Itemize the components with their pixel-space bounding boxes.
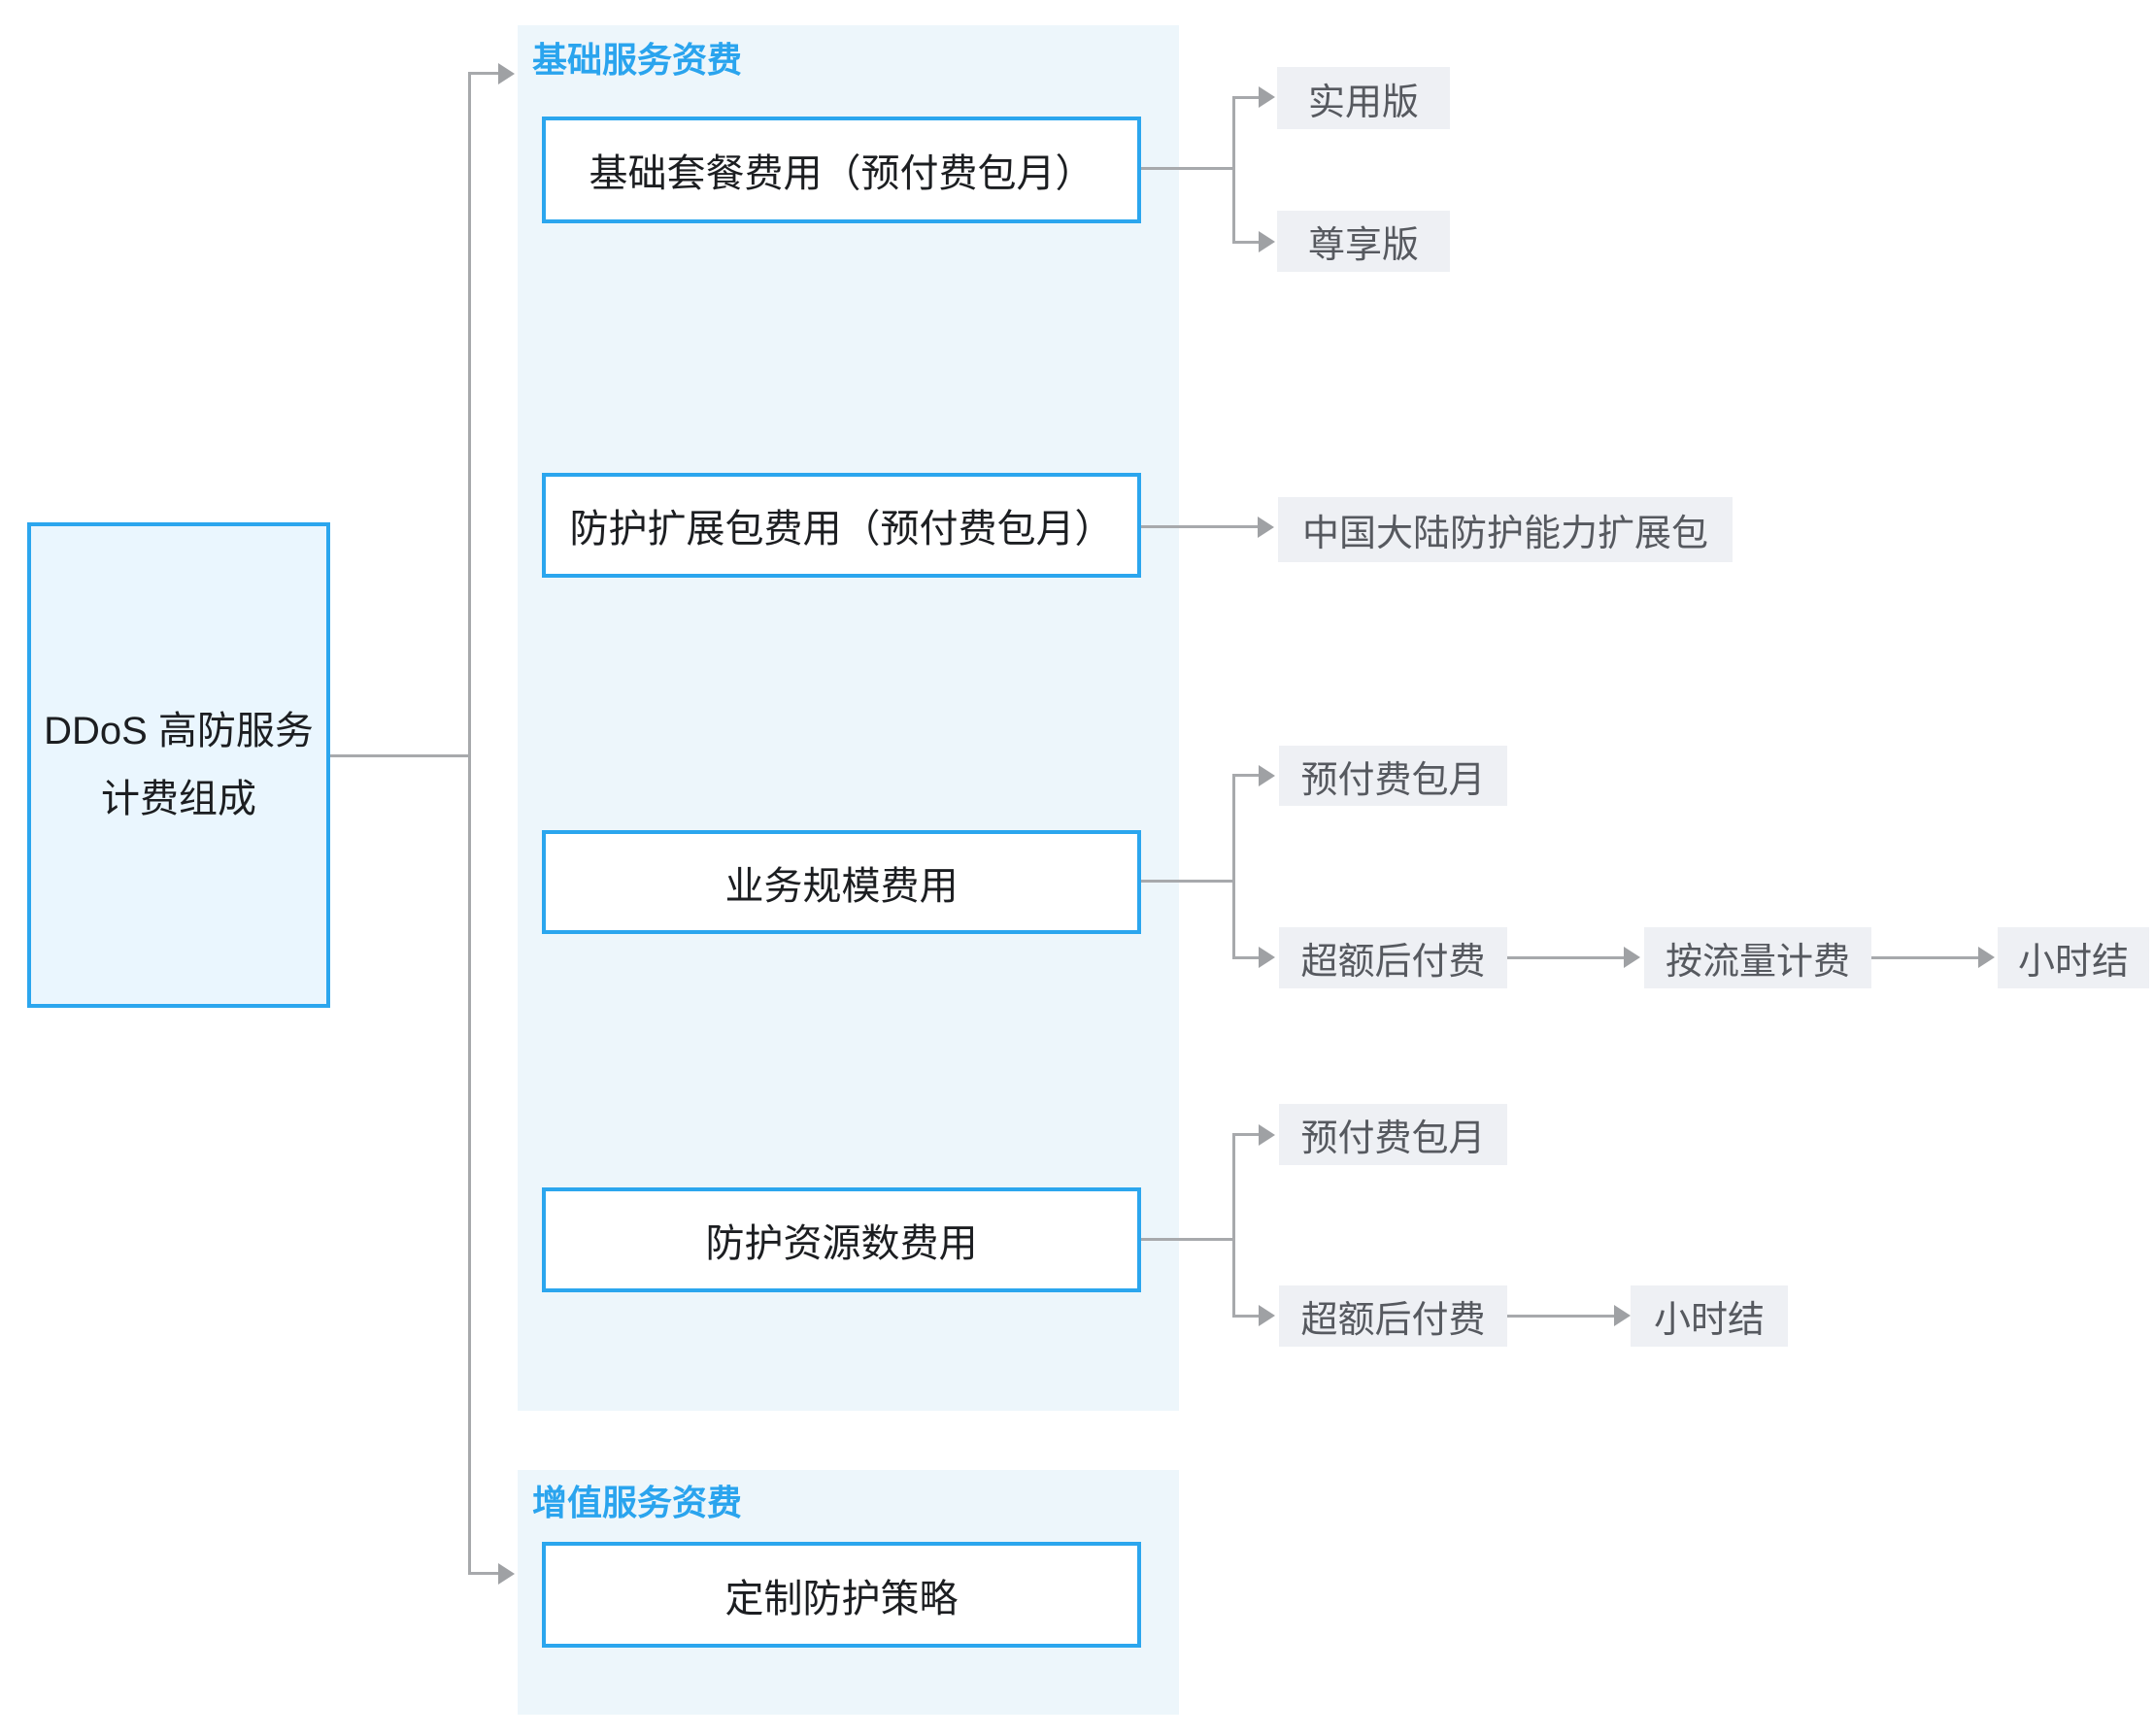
row4-hourly-arrow-line xyxy=(1507,1315,1614,1318)
chip-mainland-china-expansion: 中国大陆防护能力扩展包 xyxy=(1278,497,1733,562)
root-node-line2: 计费组成 xyxy=(101,778,256,820)
root-node: DDoS 高防服务 计费组成 xyxy=(27,522,330,1008)
trunk-top-arrow-line xyxy=(468,72,498,75)
chip-hourly-settlement-row4: 小时结 xyxy=(1631,1285,1788,1347)
row4-child1-arrow-line xyxy=(1232,1133,1260,1136)
chip-overage-postpaid-row4: 超额后付费 xyxy=(1279,1285,1507,1347)
chip-prepaid-monthly-row3: 预付费包月 xyxy=(1279,746,1507,806)
node-basic-package-fee: 基础套餐费用（预付费包月） xyxy=(542,117,1141,223)
row1-child2-arrow-line xyxy=(1232,241,1260,244)
row3-child2-arrow-line xyxy=(1232,956,1260,959)
trunk-bottom-arrowhead-icon xyxy=(498,1563,515,1585)
trunk-vertical-line xyxy=(468,72,471,1575)
chip-overage-postpaid-row3: 超额后付费 xyxy=(1279,927,1507,988)
row4-child1-arrowhead-icon xyxy=(1259,1124,1275,1146)
row3-traffic-arrowhead-icon xyxy=(1624,947,1640,968)
chip-utility-edition: 实用版 xyxy=(1277,67,1450,129)
trunk-bottom-arrow-line xyxy=(468,1572,498,1575)
basic-services-title: 基础服务资费 xyxy=(532,40,743,80)
row1-vertical-line xyxy=(1232,96,1235,244)
chip-premium-edition: 尊享版 xyxy=(1277,211,1450,272)
row4-child2-arrow-line xyxy=(1232,1315,1260,1318)
row3-hourly-arrowhead-icon xyxy=(1978,947,1995,968)
row3-child1-arrowhead-icon xyxy=(1259,765,1275,786)
node-protection-expansion-fee: 防护扩展包费用（预付费包月） xyxy=(542,473,1141,578)
row3-branch-line xyxy=(1141,880,1233,883)
row1-child1-arrowhead-icon xyxy=(1259,86,1275,108)
node-protection-resource-fee: 防护资源数费用 xyxy=(542,1187,1141,1292)
row2-arrow-line xyxy=(1141,525,1258,528)
trunk-horizontal-line xyxy=(330,754,469,757)
row4-branch-line xyxy=(1141,1238,1233,1241)
row3-child2-arrowhead-icon xyxy=(1259,947,1275,968)
row3-vertical-line xyxy=(1232,775,1235,959)
chip-prepaid-monthly-row4: 预付费包月 xyxy=(1279,1104,1507,1165)
basic-services-panel xyxy=(518,25,1179,1411)
row1-child1-arrow-line xyxy=(1232,96,1260,99)
row3-traffic-arrow-line xyxy=(1507,956,1624,959)
row4-hourly-arrowhead-icon xyxy=(1614,1305,1631,1326)
row4-vertical-line xyxy=(1232,1134,1235,1318)
row1-child2-arrowhead-icon xyxy=(1259,231,1275,252)
root-node-line1: DDoS 高防服务 xyxy=(44,710,314,752)
row3-child1-arrow-line xyxy=(1232,774,1260,777)
trunk-top-arrowhead-icon xyxy=(498,63,515,84)
value-added-services-title: 增值服务资费 xyxy=(532,1483,743,1522)
row1-branch-line xyxy=(1141,167,1233,170)
row4-child2-arrowhead-icon xyxy=(1259,1305,1275,1326)
node-custom-protection-policy: 定制防护策略 xyxy=(542,1542,1141,1648)
node-business-scale-fee: 业务规模费用 xyxy=(542,830,1141,934)
row3-hourly-arrow-line xyxy=(1871,956,1978,959)
row2-arrowhead-icon xyxy=(1258,517,1274,538)
chip-hourly-settlement-row3: 小时结 xyxy=(1998,927,2149,988)
chip-billed-by-traffic: 按流量计费 xyxy=(1644,927,1871,988)
